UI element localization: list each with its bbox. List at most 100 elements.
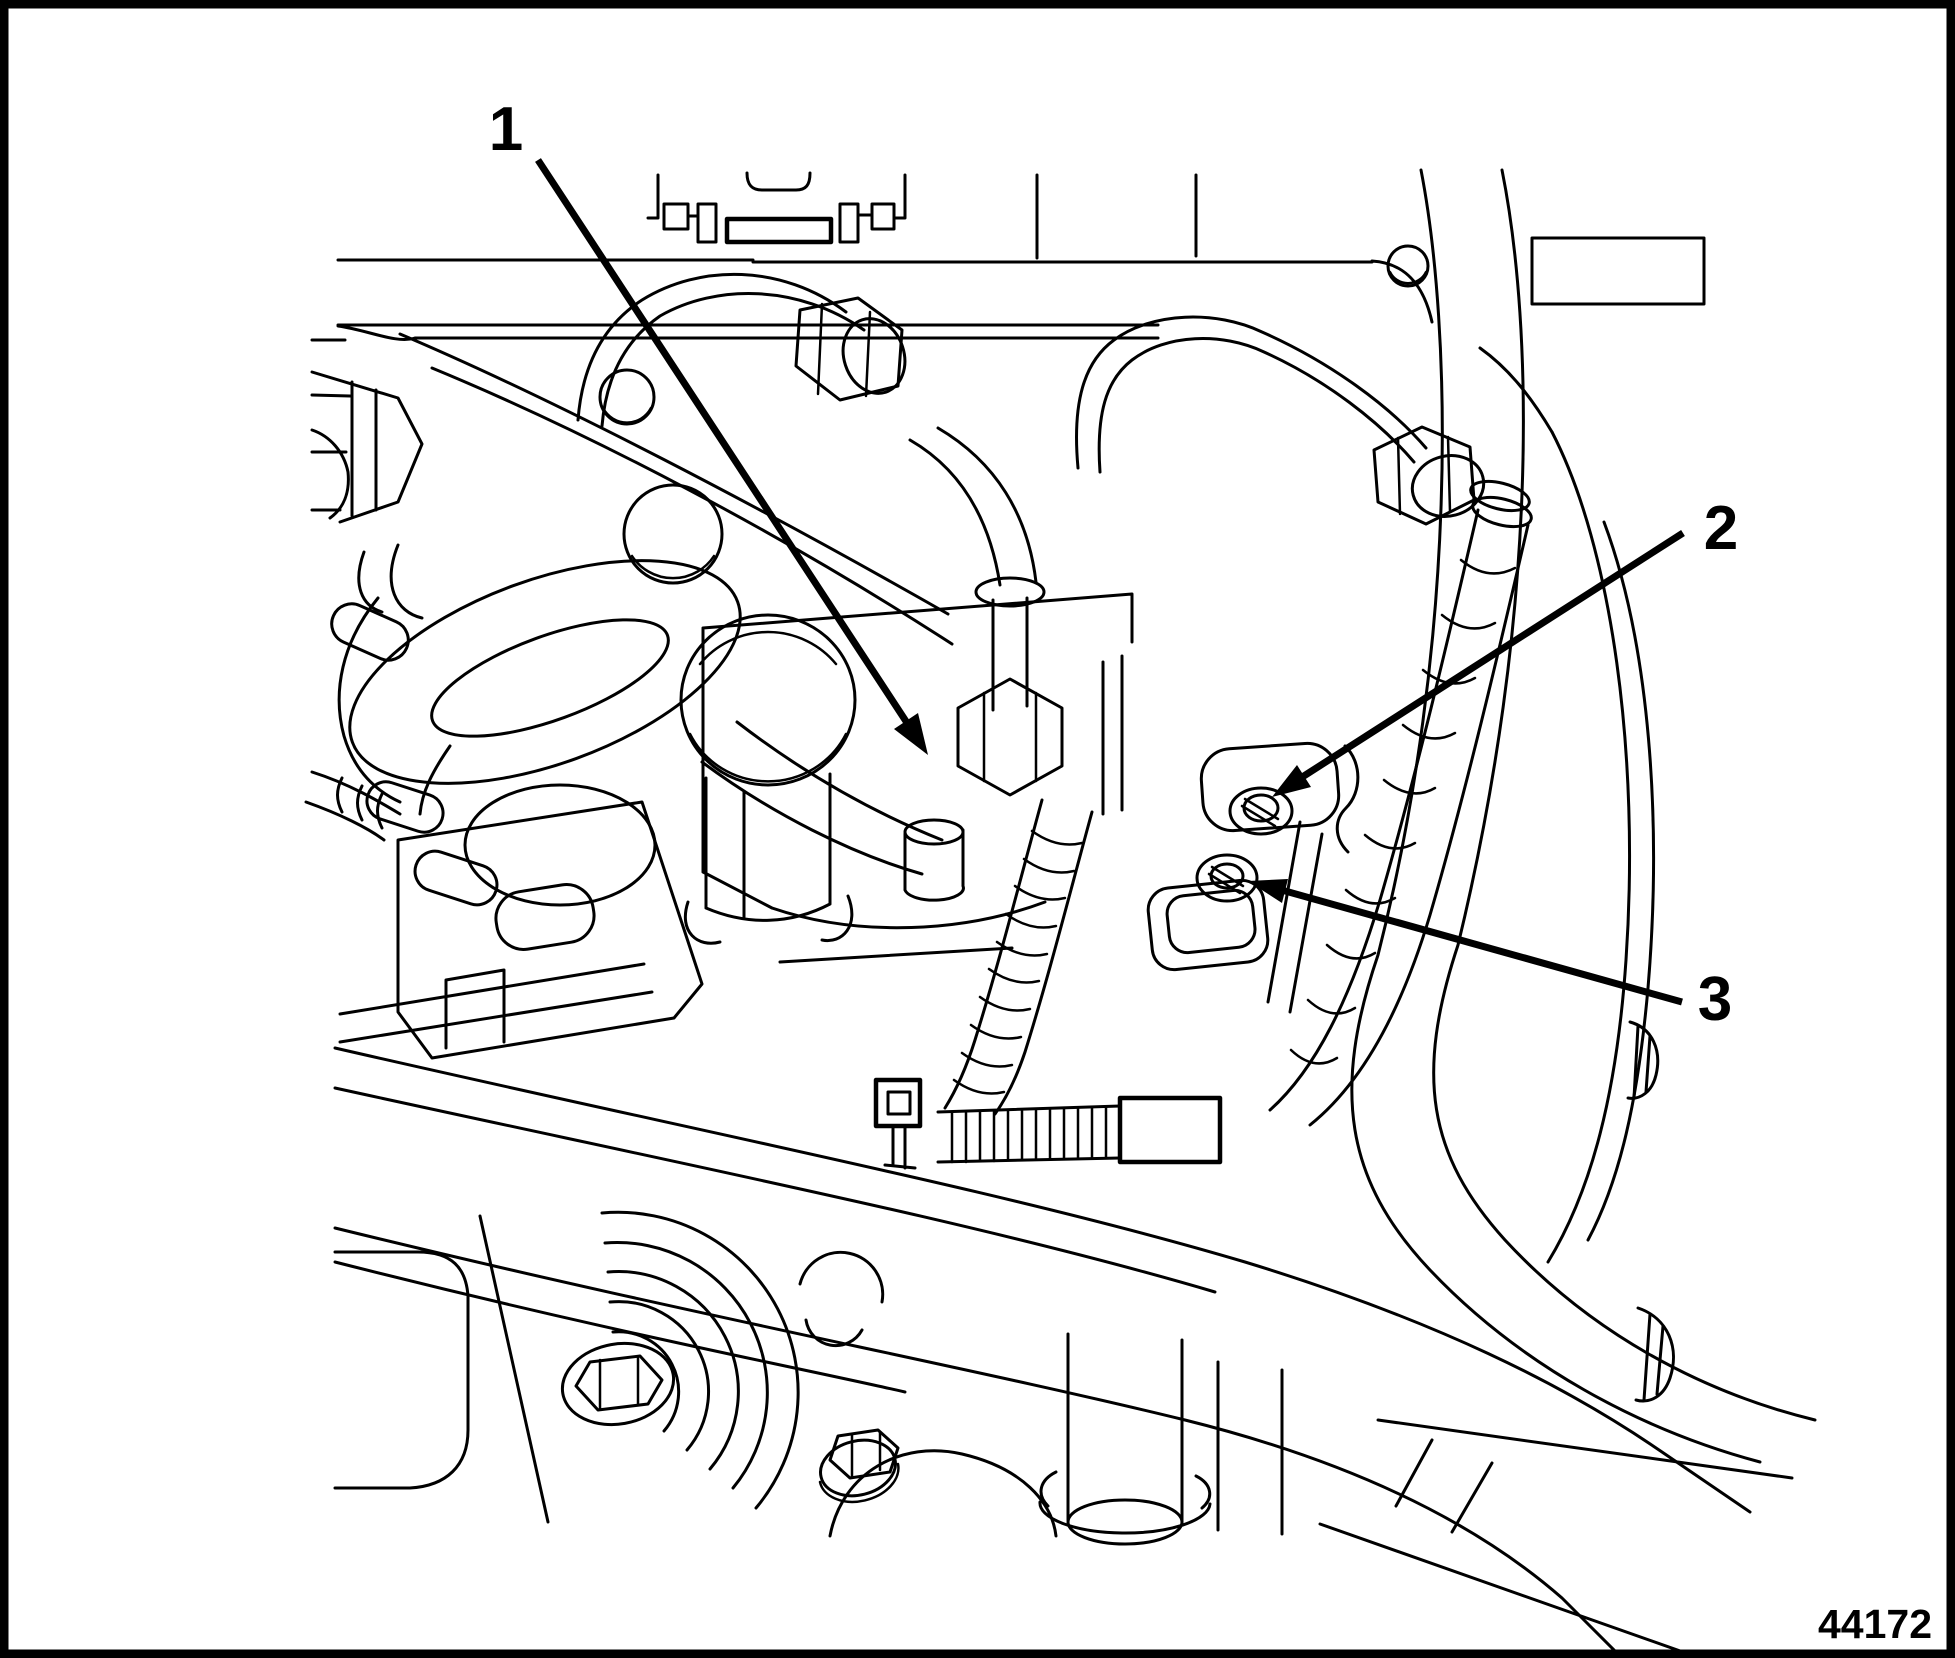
fuel-line bbox=[1075, 315, 1428, 470]
washer-bolt-hex bbox=[828, 1428, 900, 1480]
bracket-edges bbox=[1266, 744, 1360, 1014]
callout-2-leader-line bbox=[1280, 530, 1685, 793]
hose-collar bbox=[1471, 495, 1533, 529]
corrugated-hose-left bbox=[943, 798, 1094, 1116]
hex-facets bbox=[598, 1356, 640, 1410]
hex-facets bbox=[982, 691, 1038, 783]
cable-tie-inner bbox=[886, 1090, 912, 1116]
port-hole-large bbox=[622, 483, 724, 585]
valve-stem bbox=[991, 596, 1029, 712]
bracket-bar bbox=[724, 216, 834, 245]
band-exit-lines bbox=[1318, 1418, 1794, 1658]
bracket-handle bbox=[745, 171, 812, 192]
clamp-slot bbox=[494, 883, 596, 951]
clamp-notch bbox=[338, 962, 654, 1050]
cable-tie-head bbox=[873, 1077, 923, 1129]
injection-pump bbox=[679, 576, 1134, 964]
bracket-block bbox=[696, 202, 718, 244]
cylinder-boss-2 bbox=[1216, 1360, 1284, 1536]
fuel-lines bbox=[398, 272, 1428, 646]
left-hex-bolts bbox=[310, 338, 424, 524]
band-edge bbox=[333, 1086, 1217, 1294]
stub-fitting bbox=[413, 849, 499, 907]
callout-3-leader-line bbox=[1259, 880, 1683, 1006]
washer-shade bbox=[818, 1430, 900, 1504]
rail-bolt-shade bbox=[1388, 270, 1428, 285]
bracket-block bbox=[662, 202, 690, 231]
injector-hex-column bbox=[683, 772, 854, 945]
figure-number: 44172 bbox=[1818, 1601, 1932, 1647]
band-edge bbox=[333, 1046, 1752, 1514]
sleeve-stripes bbox=[950, 1105, 1108, 1164]
head-rail-line-3 bbox=[336, 324, 1160, 341]
hose-edge bbox=[993, 810, 1094, 1116]
screw-lugs bbox=[1146, 741, 1360, 1014]
clamp-body bbox=[396, 800, 704, 1060]
cylinder-head-top bbox=[336, 171, 1706, 341]
callouts: 1 2 3 bbox=[489, 95, 1738, 1034]
callout-3-label: 3 bbox=[1698, 965, 1732, 1034]
callout-2-arrowhead bbox=[1272, 765, 1311, 797]
line-nut-face bbox=[841, 317, 907, 395]
screw-2-slot bbox=[1240, 797, 1280, 828]
corrugated-hose-right bbox=[1268, 425, 1533, 1127]
hex-facets bbox=[1396, 435, 1452, 516]
screw-2-head bbox=[1228, 786, 1294, 836]
banjo-bolt-hex bbox=[1372, 425, 1476, 526]
injector-cap-nut bbox=[679, 613, 857, 787]
cylinder-boss bbox=[1038, 1332, 1212, 1535]
upper-lug bbox=[1199, 741, 1341, 833]
braided-sleeve bbox=[936, 1104, 1122, 1164]
sweep-hose-edge bbox=[1432, 168, 1817, 1422]
cable-tie-strap bbox=[883, 1124, 917, 1170]
pump-post bbox=[903, 828, 965, 902]
callout-2-label: 2 bbox=[1704, 494, 1738, 563]
mount-bolt-lower bbox=[1634, 1306, 1675, 1403]
fuel-line bbox=[600, 292, 866, 428]
outer-hose-edge bbox=[1546, 430, 1632, 1264]
screw-3-head bbox=[1195, 853, 1259, 903]
delivery-valve-hex bbox=[956, 677, 1064, 797]
ringed-tube bbox=[304, 770, 402, 842]
rail-bolt bbox=[1386, 244, 1430, 288]
loop-tails bbox=[337, 596, 944, 876]
callout-1-label: 1 bbox=[489, 95, 523, 164]
stub-fitting bbox=[365, 780, 445, 834]
hose-edge bbox=[1308, 523, 1530, 1127]
rail-posts bbox=[1035, 173, 1198, 260]
outer-hose-edge bbox=[1586, 520, 1655, 1242]
pump-body bbox=[701, 592, 1134, 964]
head-rail-line bbox=[336, 258, 1434, 324]
cap-nut-shade bbox=[688, 630, 848, 783]
screw-3-slot bbox=[1207, 865, 1245, 895]
hose-collar bbox=[1469, 479, 1531, 513]
recessed-hex-bolt bbox=[574, 1354, 664, 1412]
hose-ribs bbox=[952, 829, 1084, 1095]
band-edge bbox=[333, 1226, 1624, 1658]
port-hole bbox=[598, 368, 656, 426]
hose-merge bbox=[1478, 346, 1554, 434]
round-cover-arc bbox=[828, 1449, 1058, 1538]
fuel-line bbox=[576, 272, 848, 422]
boss-circles bbox=[798, 1250, 885, 1348]
stub-fitting bbox=[330, 602, 410, 662]
mount-panel bbox=[333, 1214, 550, 1524]
coiled-hose-ridges bbox=[600, 1210, 800, 1510]
callout-3-arrowhead bbox=[1248, 879, 1288, 903]
harness-junction bbox=[873, 1077, 1223, 1170]
cylinder-boss-base bbox=[1066, 1498, 1184, 1546]
bracket-block bbox=[838, 202, 860, 244]
fuel-line bbox=[1097, 337, 1416, 474]
bracket-block bbox=[870, 202, 896, 231]
port-hole-shade bbox=[601, 406, 653, 424]
loop-outer bbox=[348, 559, 742, 785]
loop-hose bbox=[304, 559, 944, 907]
banjo-face bbox=[1410, 454, 1486, 518]
head-edge bbox=[398, 332, 954, 646]
mount-bolt-upper bbox=[1626, 1020, 1660, 1100]
callout-1-arrowhead bbox=[894, 713, 928, 755]
lower-engine-details bbox=[333, 1210, 1284, 1546]
frame-rail bbox=[1530, 236, 1706, 306]
